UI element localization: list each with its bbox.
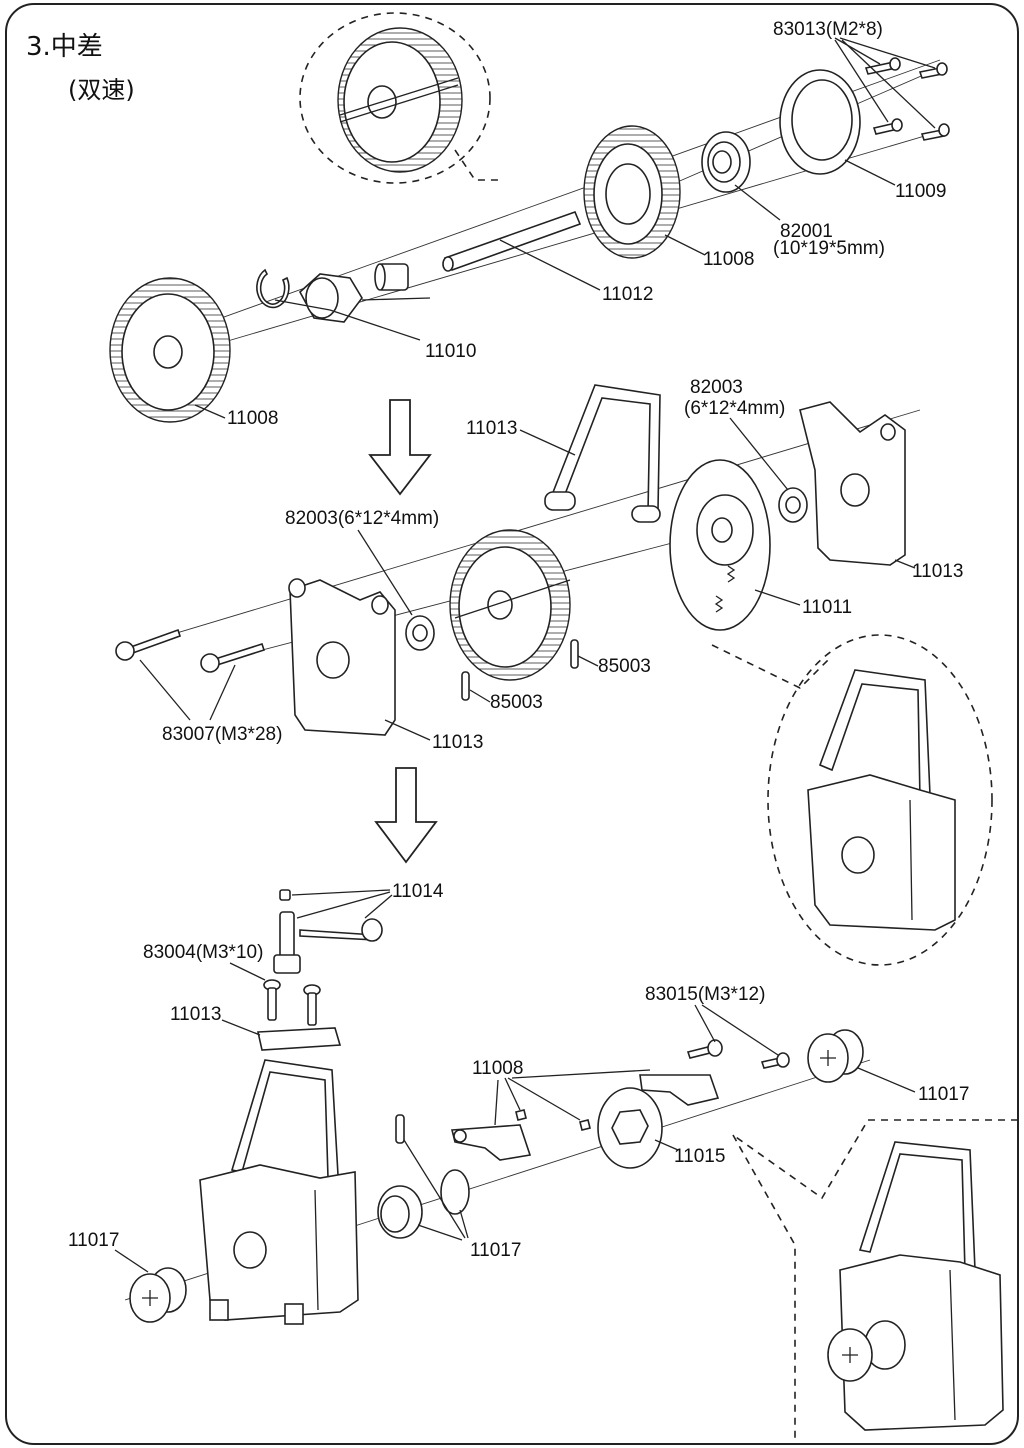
- assembled-unit-icon: [807, 669, 956, 931]
- section-2-housing-assembly: 11013 82003 (6*12*4mm) 11013 82003(6*12*…: [115, 377, 993, 966]
- bearing-82003-right-icon: [778, 487, 808, 523]
- label-83007: 83007(M3*28): [162, 724, 282, 745]
- detail-inset-frame: [732, 1119, 1018, 1200]
- label-11017-mid: 11017: [470, 1240, 521, 1261]
- page-frame: [5, 3, 1019, 1445]
- label-82003-mid: 82003(6*12*4mm): [285, 508, 439, 529]
- label-85003-left: 85003: [490, 692, 543, 713]
- label-11017-right: 11017: [918, 1084, 969, 1105]
- section-1-gear-assembly: 83013(M2*8) 11009 82001 (10*19*5mm) 1100…: [109, 12, 950, 429]
- housing-assembly-icon: [199, 1059, 359, 1325]
- shaft-11012-icon: [442, 210, 582, 272]
- diff-plate-11011-icon: [669, 459, 771, 631]
- label-82003-right: 82003: [690, 377, 743, 398]
- screw-83007-icon: [115, 628, 266, 673]
- label-11009: 11009: [895, 181, 946, 202]
- spacer-set-11010-icon: [256, 263, 409, 323]
- label-11008-top: 11008: [703, 249, 754, 270]
- gear-11008-left-icon: [109, 277, 231, 423]
- hex-plate-11015-icon: [597, 1087, 663, 1169]
- gear-detail-icon: [337, 27, 463, 173]
- bracket-11008-icon: [450, 1074, 720, 1161]
- bearing-82001-icon: [701, 131, 751, 193]
- pin-85003-icon: [461, 639, 579, 701]
- label-11012: 11012: [602, 284, 653, 305]
- label-11008-bottom: 11008: [472, 1058, 523, 1079]
- label-11011: 11011: [802, 597, 852, 618]
- label-11013-frame: 11013: [466, 418, 517, 439]
- down-arrow-icon: [368, 399, 432, 496]
- label-11010: 11010: [425, 341, 476, 362]
- label-82003-right-size: (6*12*4mm): [684, 398, 785, 419]
- detail-callout-circle-right: [767, 634, 993, 966]
- screw-83015-icon: [686, 1039, 790, 1069]
- screw-83004-icon: [263, 979, 321, 1026]
- page-subtitle: (双速): [68, 76, 135, 104]
- section-3-final-assembly: 11014 83004(M3*10) 11013 83015(M3*12) 11…: [68, 881, 1018, 1444]
- shifter-11014-icon: [273, 889, 383, 974]
- label-83015: 83015(M3*12): [645, 984, 765, 1005]
- label-11013-right: 11013: [912, 561, 963, 582]
- label-82001-size: (10*19*5mm): [773, 238, 885, 259]
- label-11017-left: 11017: [68, 1230, 119, 1251]
- down-arrow-icon: [374, 767, 438, 864]
- label-83013: 83013(M2*8): [773, 19, 883, 40]
- cup-11017-left-icon: [129, 1267, 187, 1323]
- final-assembly-icon: [827, 1141, 1004, 1431]
- gear-11008-top-icon: [583, 125, 681, 259]
- label-85003-right: 85003: [598, 656, 651, 677]
- spur-gear-icon: [449, 529, 571, 681]
- label-11013-front: 11013: [432, 732, 483, 753]
- label-11015: 11015: [674, 1146, 725, 1167]
- bearing-82003-icon: [405, 615, 435, 651]
- label-11008-left: 11008: [227, 408, 278, 429]
- handle-frame-11013-icon: [544, 384, 661, 523]
- label-11013-block: 11013: [170, 1004, 221, 1025]
- rear-housing-11013-icon: [799, 401, 906, 566]
- cup-11017-right-icon: [807, 1029, 864, 1083]
- label-83004: 83004(M3*10): [143, 942, 263, 963]
- front-housing-11013-icon: [288, 578, 396, 736]
- cup-11017-mid-icon: [377, 1114, 470, 1239]
- block-11013-icon: [257, 1027, 342, 1051]
- detail-callout-circle-top: [299, 12, 491, 184]
- page-title: 3.中差: [26, 32, 103, 62]
- cover-plate-11009-icon: [779, 69, 861, 175]
- label-82001: 82001: [780, 221, 833, 242]
- label-11014: 11014: [392, 881, 444, 902]
- screw-83013-icon: [864, 57, 950, 141]
